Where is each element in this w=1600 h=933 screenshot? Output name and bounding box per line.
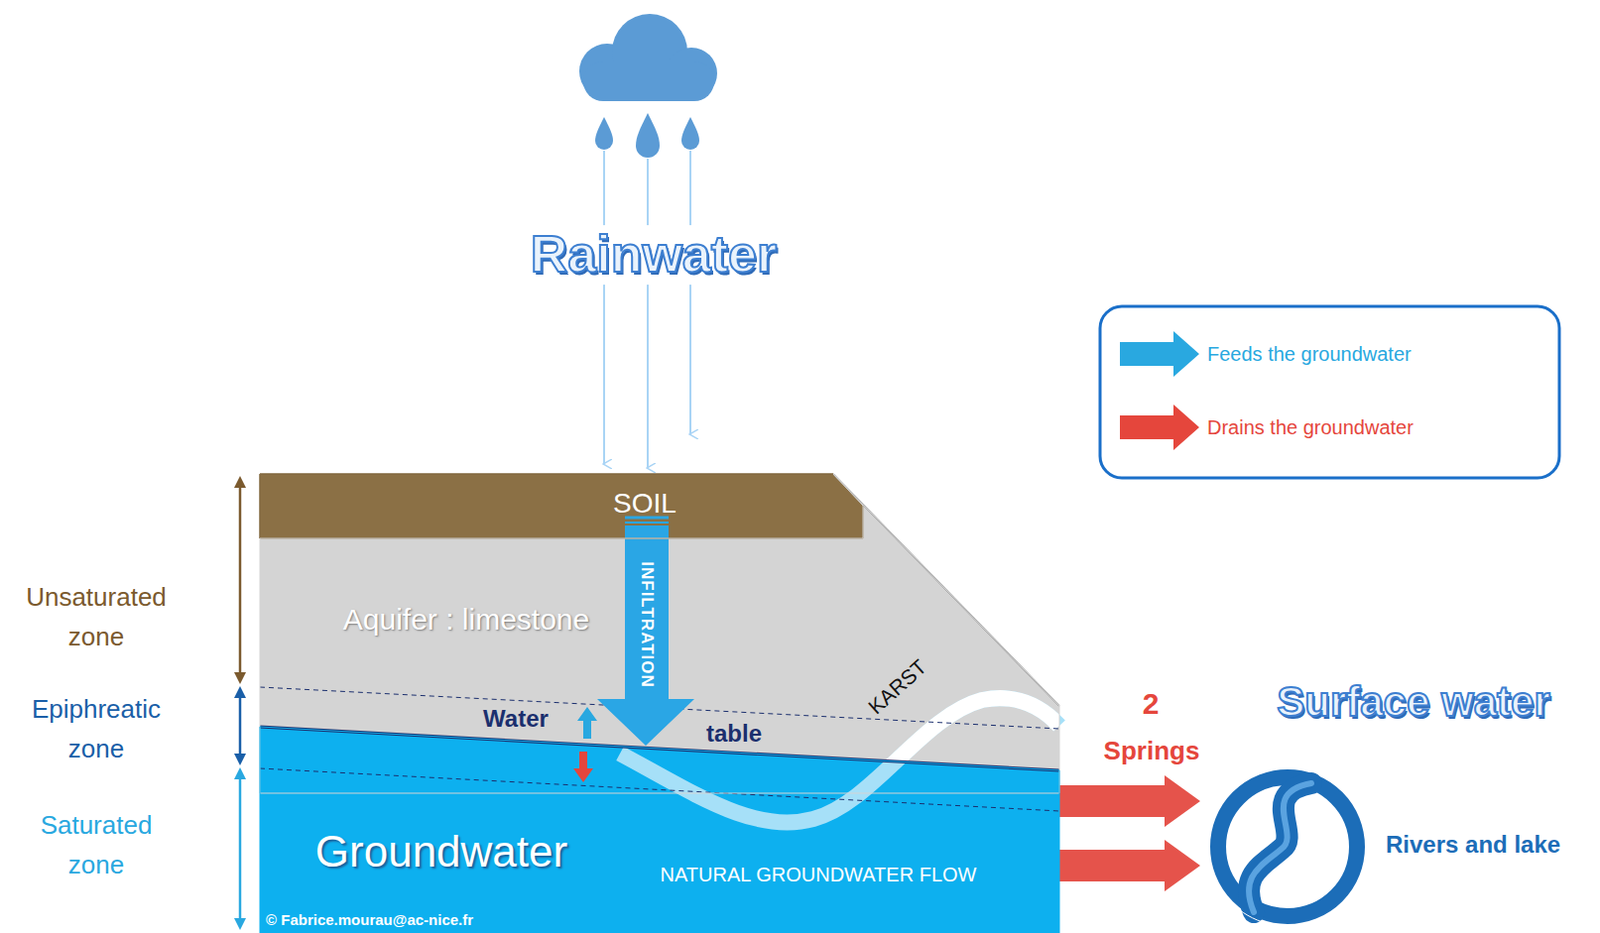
zone-label: Epiphreatic zone <box>16 689 176 769</box>
process-label: INFILTRATION <box>636 561 657 689</box>
rain-lines <box>604 150 691 469</box>
surface-water-label: Surface water <box>1276 678 1550 727</box>
flow-label: NATURAL GROUNDWATER FLOW <box>660 863 978 887</box>
legend-arrow <box>1119 331 1200 377</box>
zone-label: Unsaturated zone <box>16 577 176 657</box>
cloud <box>579 13 718 158</box>
river-icon <box>1218 777 1357 917</box>
water-table-label: table <box>706 720 762 748</box>
springs-label: Springs <box>1104 737 1201 767</box>
title-word: Rainwater <box>520 225 788 285</box>
outline-path <box>259 474 1060 794</box>
outline-path <box>259 727 1060 933</box>
outline-path <box>1208 767 1367 927</box>
epiphreatic-bottom <box>259 768 1060 812</box>
water-table-label: Water <box>483 705 549 734</box>
groundwater-body <box>259 727 1060 933</box>
spring-outflow-arrow <box>1059 840 1201 892</box>
zone-label: Saturated zone <box>16 805 176 885</box>
node-outline <box>259 474 863 539</box>
river-label: Rivers and lake <box>1385 831 1561 860</box>
legend-text: Drains the groundwater <box>1207 416 1414 440</box>
legend-arrow <box>1119 404 1200 451</box>
river-node: Rivers and lake <box>1208 767 1367 927</box>
groundwater-region: GroundwaterNATURAL GROUNDWATER FLOW <box>259 727 1060 933</box>
layer-name: Aquifer : limestone <box>343 603 590 638</box>
soil-layer <box>259 474 863 539</box>
callout-number: 2 <box>1142 687 1160 723</box>
legend-text: Feeds the groundwater <box>1207 343 1412 367</box>
legend-frame <box>1100 306 1560 479</box>
layer-name: SOIL <box>613 488 677 520</box>
soil-band: SOIL <box>259 474 863 539</box>
infiltration-arrow <box>597 517 695 746</box>
copyright-note: © Fabrice.mourau@ac-nice.fr <box>265 911 474 929</box>
outline-path <box>259 474 863 539</box>
region-title: Groundwater <box>315 827 568 878</box>
aquifer-region: Aquifer : limestone <box>259 474 1060 794</box>
legend-swatch <box>1117 328 1202 380</box>
zone-brackets <box>239 482 243 925</box>
legend-swatch <box>1117 401 1202 454</box>
node-outline <box>1208 767 1367 927</box>
spring-outflow-arrow <box>1059 775 1201 828</box>
